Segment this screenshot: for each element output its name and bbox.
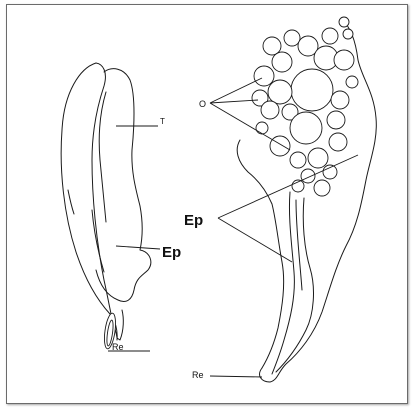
ovary-globule (290, 152, 306, 168)
label-rete-right: Re (192, 370, 204, 380)
ovary-globule (261, 101, 279, 119)
left-testis-lobe (96, 69, 151, 302)
ovary-globule (270, 136, 290, 156)
left-outer-lobe (61, 63, 117, 340)
ovary-globule (268, 80, 292, 104)
ovary-globule (314, 180, 330, 196)
ovary-globule (301, 169, 315, 183)
left-lobe-crease-2 (92, 210, 104, 272)
label-epididymis-left: Ep (162, 244, 181, 261)
ovary-globule (331, 91, 349, 109)
ovary-globule (339, 17, 349, 27)
ovary-globule (272, 52, 292, 72)
ovary-globule (284, 30, 300, 46)
left-outer-lobe-inner-edge (92, 63, 112, 318)
ovary-cluster (252, 17, 358, 196)
label-ovary-right: O (199, 99, 206, 109)
ovary-globule (346, 76, 358, 88)
ovary-globule (254, 66, 274, 86)
ovary-globule (323, 165, 337, 179)
right-rete-leader (210, 376, 262, 377)
left-lobe-crease (68, 190, 74, 214)
right-epididymis-leader-1 (218, 155, 358, 218)
ovary-globule (291, 69, 333, 111)
ovary-globule (290, 112, 322, 144)
right-stalk-mid (296, 200, 302, 290)
ovary-globule (343, 29, 353, 39)
left-specimen (61, 63, 160, 351)
right-specimen (210, 17, 376, 382)
ovary-globule (327, 111, 345, 129)
ovary-globule (322, 28, 338, 44)
ovary-globule (256, 122, 268, 134)
left-epididymis-leader (116, 246, 160, 249)
label-testis-left: T (160, 117, 165, 126)
label-epididymis-right: Ep (184, 212, 203, 229)
right-ovary-leader-2 (210, 100, 258, 103)
ovary-globule (334, 50, 354, 70)
right-outer-body-left (237, 140, 283, 368)
label-rete-left: Re (112, 342, 124, 352)
left-lobe-seam (99, 92, 106, 222)
right-epididymis-leader-2 (218, 218, 292, 262)
ovary-globule (329, 133, 347, 151)
ovary-globule (308, 148, 328, 168)
